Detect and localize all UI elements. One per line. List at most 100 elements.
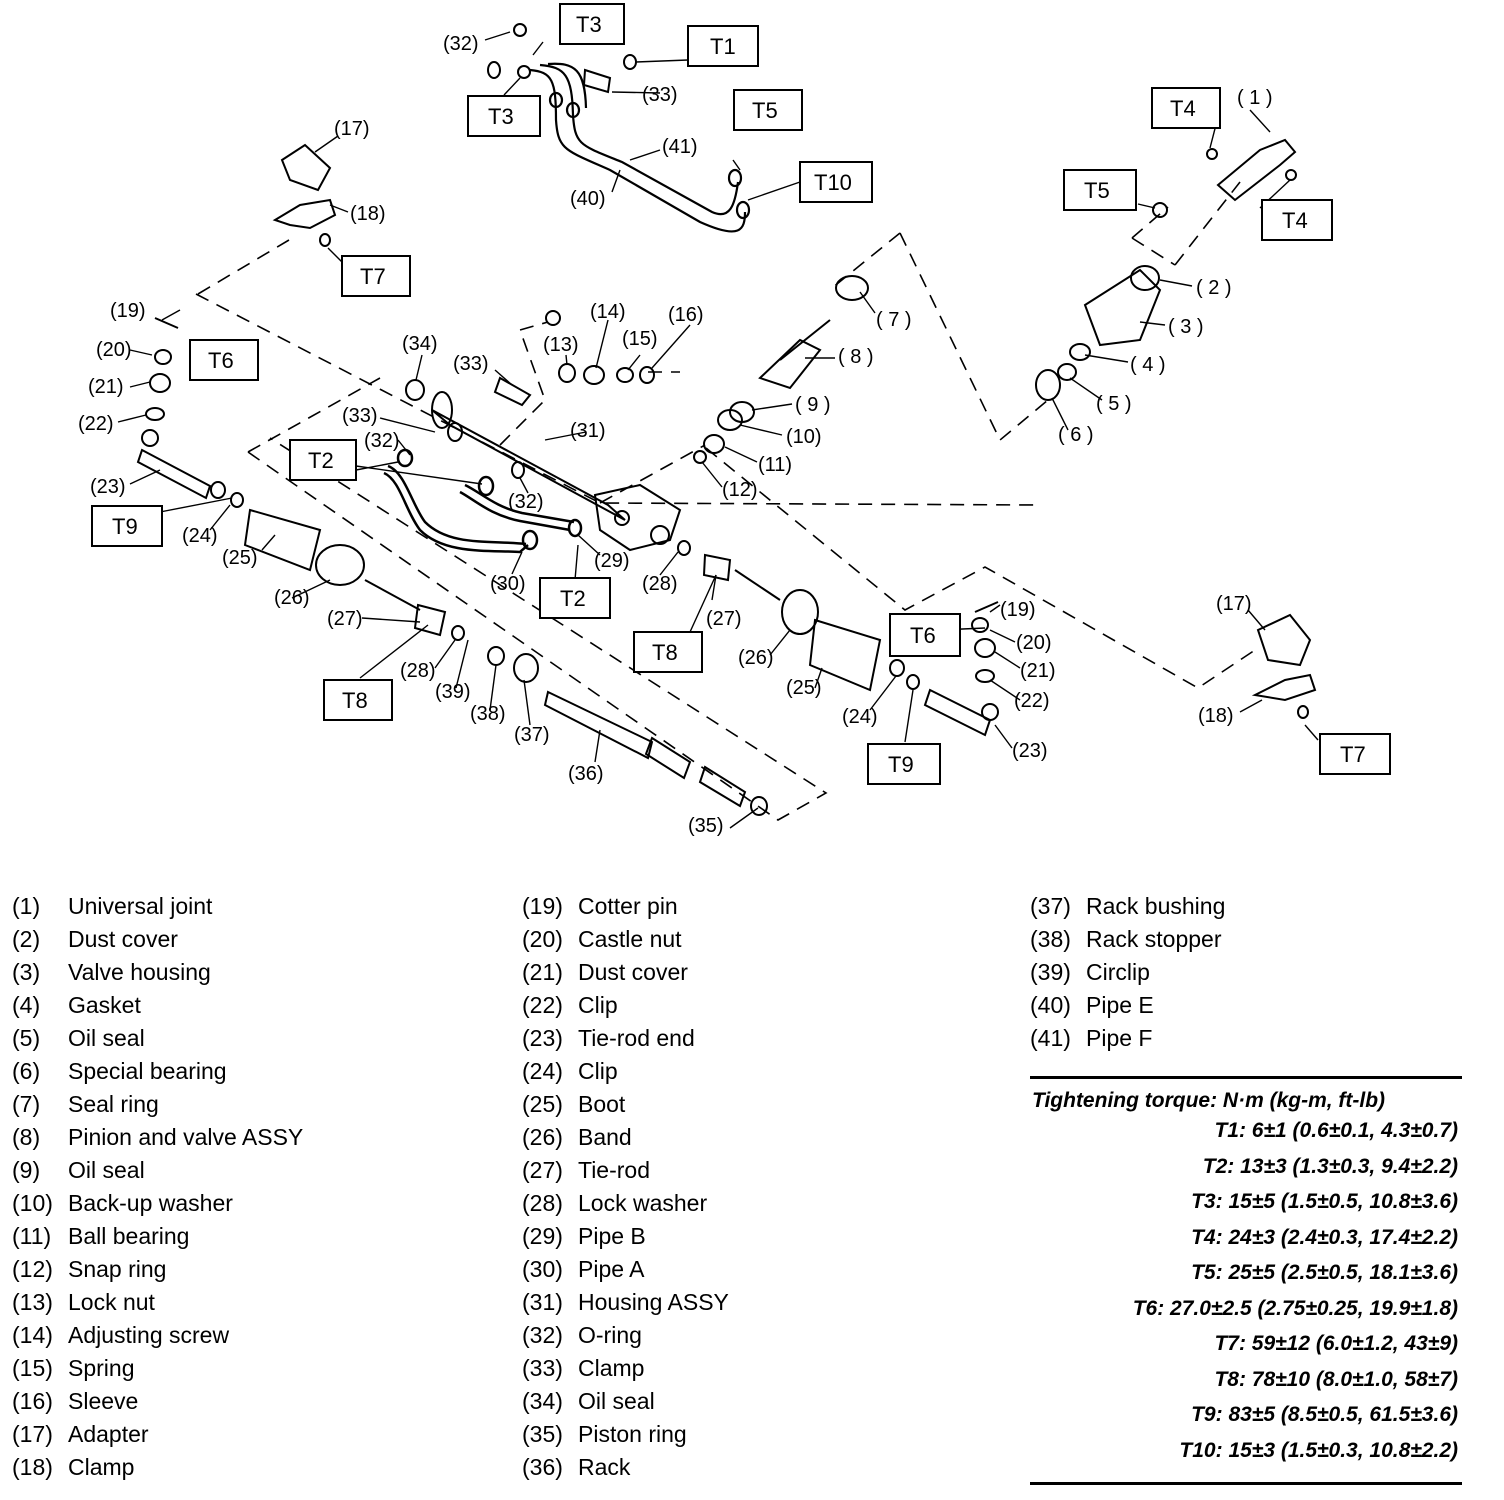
legend-item-number: (2)	[12, 926, 41, 952]
parts-legend-column-2: (19)Cotter pin(20)Castle nut(21)Dust cov…	[522, 890, 729, 1484]
callout-17-right: (17)	[1216, 593, 1252, 615]
callout-20-left: (20)	[96, 339, 132, 361]
legend-item-number: (21)	[522, 959, 563, 985]
callout-40: (40)	[570, 188, 606, 210]
legend-item-number: (13)	[12, 1289, 53, 1315]
callout-25-right: (25)	[786, 677, 822, 699]
callout-41: (41)	[662, 136, 698, 158]
callout-2: ( 2 )	[1196, 277, 1232, 299]
torque-row: T3: 15±5 (1.5±0.5, 10.8±3.6)	[1030, 1184, 1462, 1220]
torque-row: T9: 83±5 (8.5±0.5, 61.5±3.6)	[1030, 1397, 1462, 1433]
torque-tag-t4-top: T4	[1151, 87, 1221, 129]
legend-item-name: Dust cover	[68, 926, 178, 952]
legend-item: (36)Rack	[522, 1451, 729, 1484]
parts-legend-column-3: (37)Rack bushing(38)Rack stopper(39)Circ…	[1030, 890, 1225, 1055]
legend-item-number: (10)	[12, 1190, 53, 1216]
callout-37: (37)	[514, 724, 550, 746]
callout-19-left: (19)	[110, 300, 146, 322]
legend-item-name: Oil seal	[68, 1025, 145, 1051]
legend-item: (13)Lock nut	[12, 1286, 303, 1319]
torque-tag-t9-left: T9	[91, 505, 163, 547]
torque-tag-t6-left: T6	[189, 339, 259, 381]
torque-tag: T2:	[1202, 1154, 1235, 1178]
torque-tag-t3-lower: T3	[467, 95, 541, 137]
legend-item: (3)Valve housing	[12, 956, 303, 989]
torque-tag-t7-right: T7	[1319, 733, 1391, 775]
torque-row: T1: 6±1 (0.6±0.1, 4.3±0.7)	[1030, 1113, 1462, 1149]
torque-table-title: Tightening torque: N·m (kg-m, ft-lb)	[1032, 1089, 1386, 1112]
callout-1: ( 1 )	[1237, 87, 1273, 109]
torque-value: 15±5 (1.5±0.5, 10.8±3.6)	[1228, 1190, 1458, 1213]
tag-t3-lower-text: T3	[488, 104, 514, 129]
top-fittings	[487, 23, 637, 94]
tag-t2-right-text: T2	[560, 586, 586, 611]
callout-39: (39)	[435, 681, 471, 703]
callout-3: ( 3 )	[1168, 316, 1204, 338]
torque-tag-t8-right: T8	[633, 631, 703, 673]
torque-value: 15±3 (1.5±0.3, 10.8±2.2)	[1228, 1438, 1458, 1462]
legend-item: (12)Snap ring	[12, 1253, 303, 1286]
torque-tag-boxes: T3 T3 T1 T5 T10 T4 T4 T5	[91, 3, 1391, 785]
legend-item-name: Clamp	[68, 1454, 135, 1480]
legend-item-name: Seal ring	[68, 1091, 159, 1117]
legend-item-name: Clip	[578, 1058, 618, 1084]
legend-item-number: (15)	[12, 1355, 53, 1381]
legend-item-number: (30)	[522, 1256, 563, 1282]
legend-item-name: Lock washer	[578, 1190, 708, 1216]
legend-item: (26)Band	[522, 1121, 729, 1154]
torque-row: T7: 59±12 (6.0±1.2, 43±9)	[1030, 1326, 1462, 1362]
tag-t9-left-text: T9	[112, 514, 138, 539]
legend-item-number: (38)	[1030, 926, 1071, 952]
callout-33-upper: (33)	[453, 353, 489, 375]
legend-item-name: Tie-rod	[578, 1157, 650, 1183]
legend-item-name: Snap ring	[68, 1256, 167, 1282]
tag-t4-right-text: T4	[1282, 208, 1308, 233]
legend-item-name: Housing ASSY	[578, 1289, 729, 1315]
legend-item: (16)Sleeve	[12, 1385, 303, 1418]
legend-item-number: (20)	[522, 926, 563, 952]
callout-27-right: (27)	[706, 608, 742, 630]
legend-item-name: Circlip	[1086, 959, 1150, 985]
legend-item-number: (25)	[522, 1091, 563, 1117]
legend-item-number: (6)	[12, 1058, 41, 1084]
legend-item-name: Dust cover	[578, 959, 688, 985]
torque-row: T4: 24±3 (2.4±0.3, 17.4±2.2)	[1030, 1220, 1462, 1256]
legend-item-name: Pipe E	[1086, 992, 1154, 1018]
torque-row: T5: 25±5 (2.5±0.5, 18.1±3.6)	[1030, 1255, 1462, 1291]
legend-item: (15) Spring	[12, 1352, 303, 1385]
tag-t8-left-text: T8	[342, 688, 368, 713]
callout-18-left: (18)	[350, 203, 386, 225]
torque-tag-t5-top: T5	[733, 89, 803, 131]
parts-legend-column-1: (1)Universal joint(2)Dust cover(3)Valve …	[12, 890, 303, 1484]
legend-item-name: Spring	[68, 1355, 135, 1381]
valve-housing-part	[1035, 138, 1297, 401]
pinion-valve-assy-part	[693, 275, 869, 464]
legend-item: (39) Circlip	[1030, 956, 1225, 989]
legend-item-number: (14)	[12, 1322, 53, 1348]
callout-18-right: (18)	[1198, 705, 1234, 727]
legend-item-number: (19)	[522, 893, 563, 919]
legend-item-name: Gasket	[68, 992, 141, 1018]
legend-item-number: (39)	[1030, 959, 1071, 985]
legend-item: (41)Pipe F	[1030, 1022, 1225, 1055]
legend-item-name: Boot	[578, 1091, 626, 1117]
torque-tag: T4:	[1191, 1225, 1223, 1249]
callout-26-right: (26)	[738, 647, 774, 669]
callout-14: (14)	[590, 301, 626, 323]
legend-item-name: Special bearing	[68, 1058, 227, 1084]
legend-item: (28) Lock washer	[522, 1187, 729, 1220]
callout-33-lower: (33)	[342, 405, 378, 427]
torque-value: 59±12 (6.0±1.2, 43±9)	[1251, 1332, 1458, 1355]
torque-row: T8: 78±10 (8.0±1.0, 58±7)	[1030, 1362, 1462, 1398]
torque-value: 24±3 (2.4±0.3, 17.4±2.2)	[1228, 1225, 1458, 1249]
torque-tag: T1:	[1214, 1119, 1246, 1142]
legend-item-number: (28)	[522, 1190, 563, 1216]
torque-tag: T3:	[1191, 1190, 1223, 1213]
legend-item-number: (7)	[12, 1091, 41, 1117]
torque-value: 6±1 (0.6±0.1, 4.3±0.7)	[1251, 1119, 1458, 1142]
callout-27-left: (27)	[327, 608, 363, 630]
legend-item: (19) Cotter pin	[522, 890, 729, 923]
legend-item-name: Cotter pin	[578, 893, 678, 919]
torque-tag-t8-left: T8	[323, 679, 393, 721]
torque-tag-t9-right: T9	[867, 743, 941, 785]
